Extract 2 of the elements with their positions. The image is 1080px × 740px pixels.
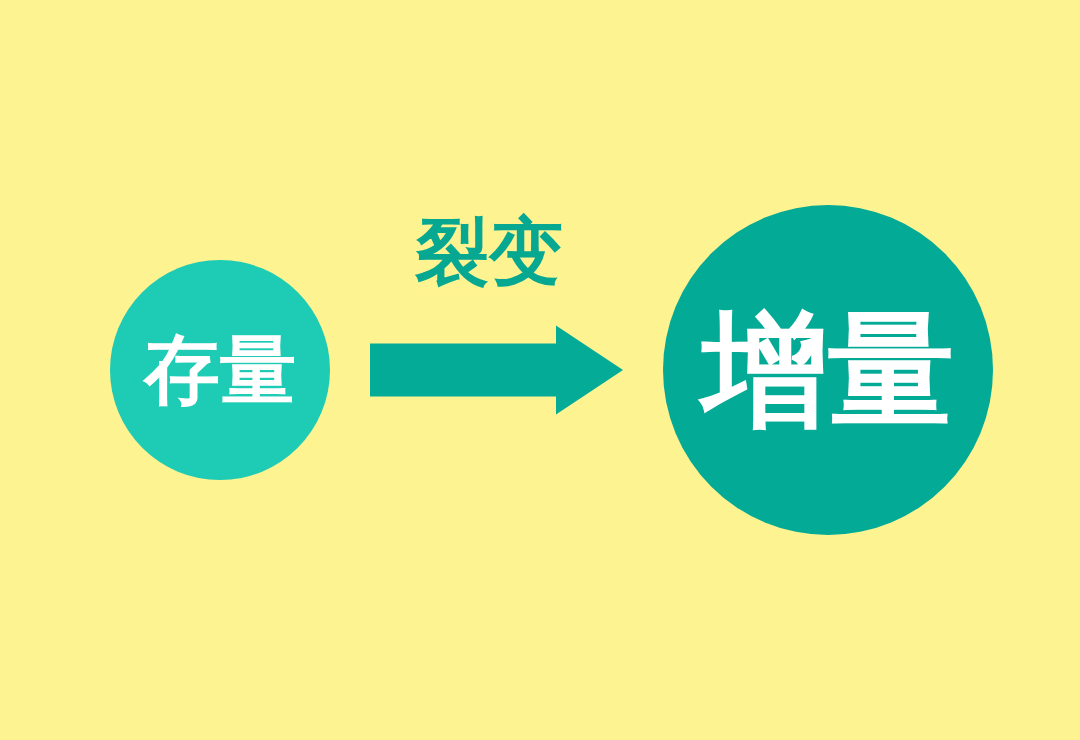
arrow [370, 325, 623, 415]
node-label: 存量 [144, 328, 296, 412]
